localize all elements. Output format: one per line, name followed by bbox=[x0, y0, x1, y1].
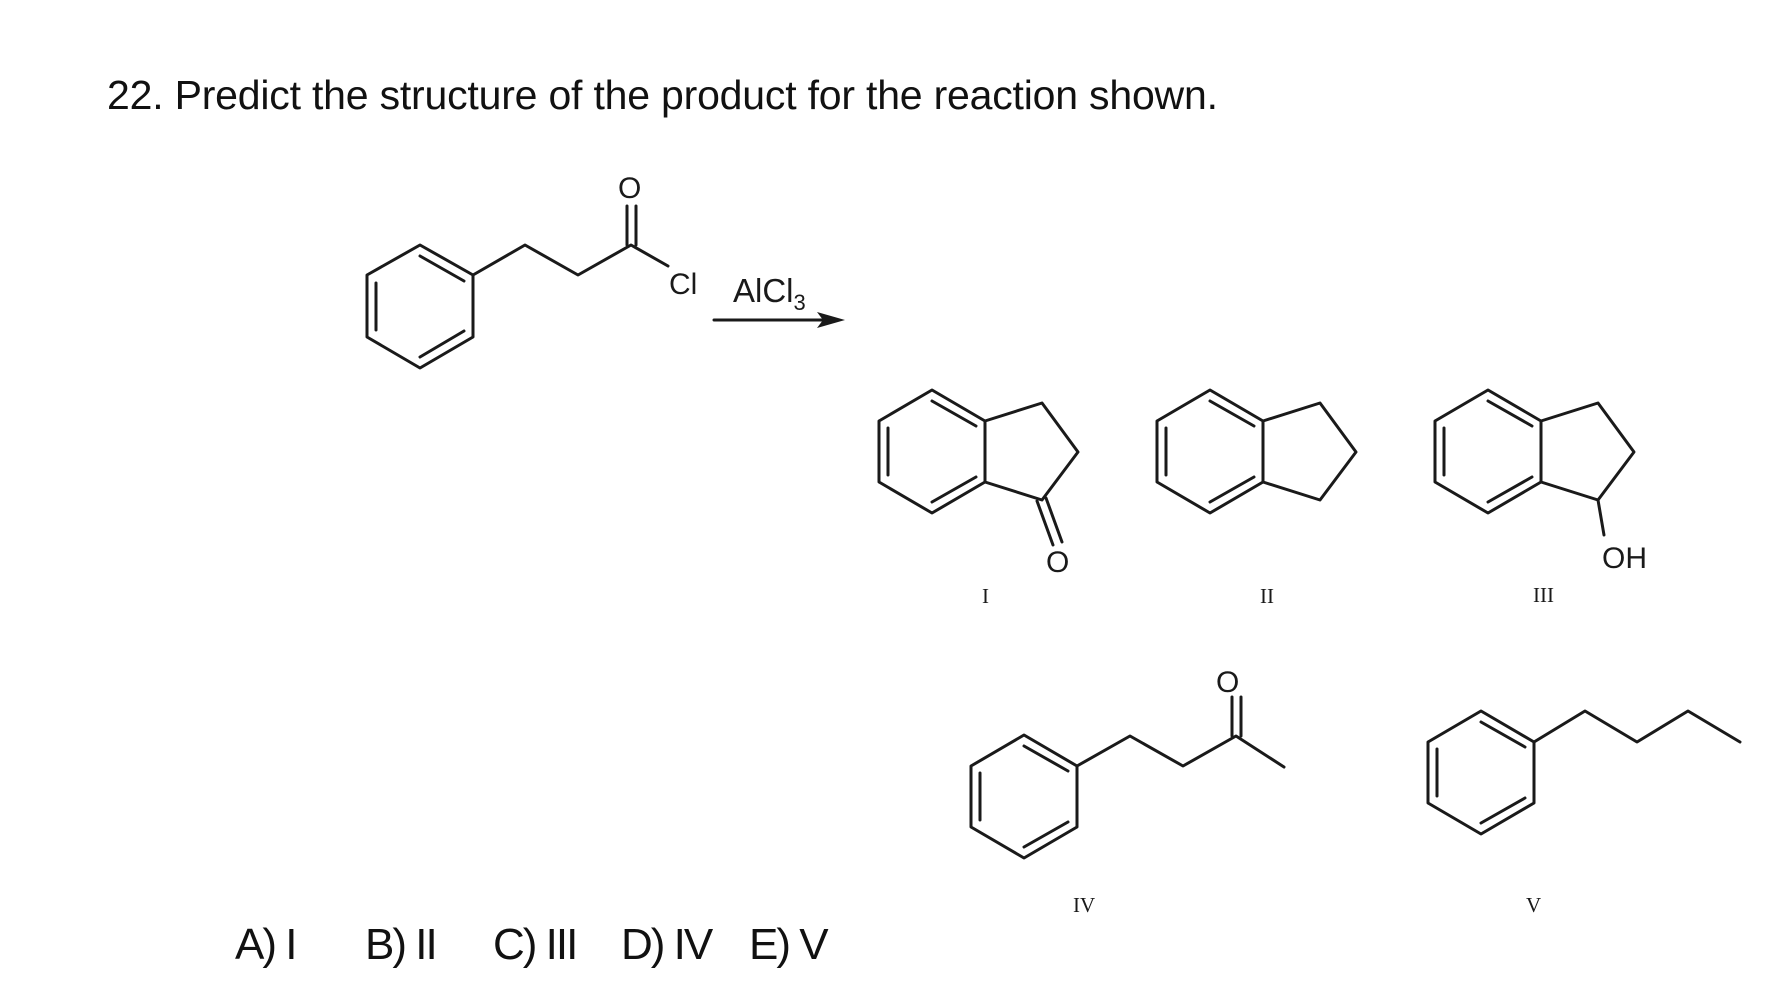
chlorine-atom-label: Cl bbox=[669, 268, 697, 301]
reactant-molecule: O Cl bbox=[365, 172, 697, 370]
propanoyl-chain bbox=[471, 243, 670, 277]
right-arrow-icon bbox=[712, 312, 845, 328]
candidate-V-label: V bbox=[1526, 893, 1541, 917]
reagent-label: AlCl3 bbox=[733, 272, 806, 315]
answer-choice-b[interactable]: B) II bbox=[365, 920, 438, 969]
candidate-II-structure: II bbox=[1155, 388, 1358, 608]
answer-choice-c[interactable]: C) III bbox=[493, 920, 578, 969]
candidate-III-hydroxyl: OH bbox=[1602, 542, 1647, 575]
oxygen-atom-label: O bbox=[618, 172, 641, 205]
candidate-I-label: I bbox=[982, 584, 989, 608]
candidate-III-label: III bbox=[1533, 583, 1554, 607]
candidate-IV-structure: O IV bbox=[969, 666, 1286, 917]
answer-choice-d[interactable]: D) IV bbox=[621, 920, 713, 969]
candidate-I-structure: O I bbox=[877, 388, 1080, 608]
candidate-V-structure: V bbox=[1426, 709, 1742, 917]
answer-choices: A) I B) II C) III D) IV E) V bbox=[235, 920, 829, 970]
candidate-IV-oxygen: O bbox=[1216, 666, 1239, 699]
candidate-III-structure: OH III bbox=[1433, 388, 1647, 607]
answer-choice-a[interactable]: A) I bbox=[235, 920, 297, 969]
benzene-ring bbox=[365, 243, 475, 370]
candidate-II-label: II bbox=[1260, 584, 1274, 608]
candidate-IV-label: IV bbox=[1073, 893, 1095, 917]
question-title: 22. Predict the structure of the product… bbox=[107, 72, 1218, 118]
candidate-I-oxygen: O bbox=[1046, 546, 1069, 579]
answer-choice-e[interactable]: E) V bbox=[749, 920, 829, 969]
